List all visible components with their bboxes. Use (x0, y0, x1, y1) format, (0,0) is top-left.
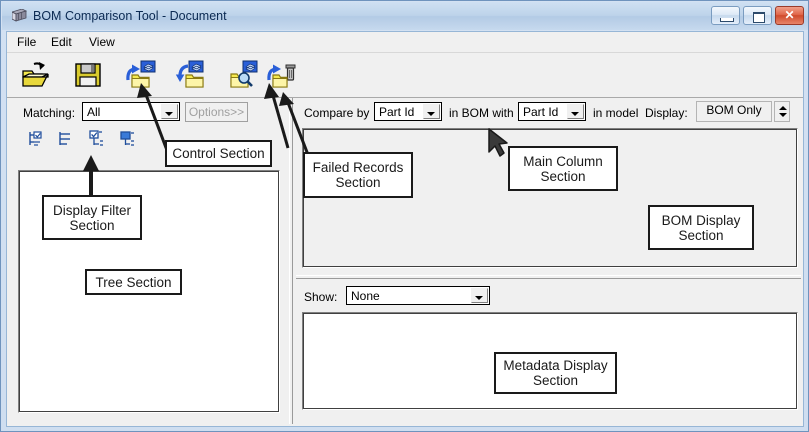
close-button[interactable]: ✕ (775, 6, 804, 25)
window-title: BOM Comparison Tool - Document (33, 9, 227, 23)
export-bom-button[interactable] (175, 58, 209, 92)
chevron-down-icon[interactable] (471, 288, 488, 303)
import-bom-button[interactable] (123, 58, 157, 92)
vertical-splitter[interactable] (288, 98, 296, 424)
menu-edit[interactable]: Edit (51, 35, 72, 49)
left-panel: Matching: All Options>> (9, 98, 286, 424)
callout-control-section: Control Section (165, 140, 272, 167)
search-folder-icon (230, 60, 258, 88)
chevron-down-icon[interactable] (423, 104, 440, 119)
chevron-down-icon[interactable] (161, 104, 178, 119)
show-value: None (351, 289, 380, 303)
in-bom-with-label: in BOM with (449, 106, 514, 120)
metadata-control-bar: Show: None (296, 284, 801, 310)
main-column-section: Compare by Part Id in BOM with Part Id i… (296, 98, 801, 126)
callout-tree-section: Tree Section (85, 269, 182, 295)
close-icon: ✕ (784, 8, 795, 22)
in-bom-with-combo[interactable]: Part Id (518, 102, 586, 121)
display-spinner[interactable] (774, 101, 790, 122)
compare-by-label: Compare by (304, 106, 370, 120)
export-bom-icon (175, 60, 204, 88)
import-bom-icon (126, 60, 156, 88)
matching-value: All (87, 105, 101, 119)
delete-bom-icon (267, 64, 296, 88)
menu-file[interactable]: File (17, 35, 37, 49)
open-folder-button[interactable] (19, 58, 53, 92)
collapse-all-button[interactable] (57, 130, 77, 148)
menu-bar: File Edit View (7, 32, 803, 53)
in-model-label: in model (593, 106, 639, 120)
collapse-all-icon (59, 132, 70, 145)
maximize-button[interactable] (743, 6, 772, 25)
expand-all-icon (29, 131, 42, 146)
matching-label: Matching: (23, 106, 76, 120)
display-filter-section (9, 130, 286, 156)
expand-all-button[interactable] (27, 130, 47, 148)
open-folder-icon (22, 62, 49, 87)
compare-by-combo[interactable]: Part Id (374, 102, 442, 121)
menu-view[interactable]: View (89, 35, 115, 49)
compare-by-value: Part Id (379, 105, 415, 119)
show-nodes-button[interactable] (119, 130, 139, 148)
save-button[interactable] (71, 58, 105, 92)
show-checked-button[interactable] (87, 130, 107, 148)
window-controls: ✕ (711, 6, 804, 25)
options-button[interactable]: Options>> (185, 102, 248, 122)
in-bom-with-value: Part Id (523, 105, 559, 119)
display-value[interactable]: BOM Only (696, 101, 772, 122)
show-label: Show: (304, 290, 338, 304)
control-section: Matching: All Options>> (9, 98, 286, 126)
horizontal-splitter[interactable] (296, 274, 801, 282)
show-combo[interactable]: None (346, 286, 490, 305)
maximize-icon (753, 12, 765, 23)
minimize-button[interactable] (711, 6, 740, 25)
search-folder-button[interactable] (227, 58, 261, 92)
delete-bom-button[interactable] (265, 58, 299, 92)
display-label: Display: (645, 106, 688, 120)
window-app-icon (10, 8, 28, 22)
chevron-down-icon[interactable] (567, 104, 584, 119)
show-checked-icon (89, 130, 103, 146)
title-bar: BOM Comparison Tool - Document ✕ (2, 2, 808, 30)
save-floppy-icon (75, 63, 101, 87)
show-nodes-icon (120, 131, 134, 146)
minimize-icon (720, 18, 734, 22)
